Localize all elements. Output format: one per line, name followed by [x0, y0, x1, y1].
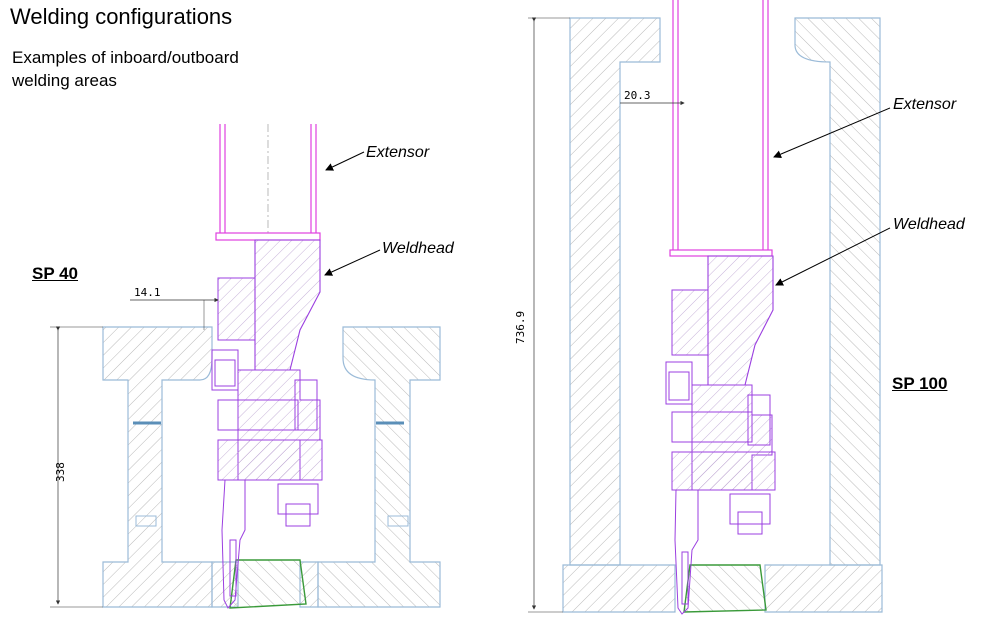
sp100-assembly: 20.3 736.9 [514, 0, 891, 615]
page-subtitle: Examples of inboard/outboard welding are… [12, 46, 332, 92]
sp100-label: SP 100 [892, 374, 948, 393]
sp40-housing-right [317, 326, 441, 608]
sp40-label: SP 40 [32, 264, 79, 283]
sp40-assembly: 14.1 338 [50, 124, 441, 609]
subtitle-line-2: welding areas [12, 71, 117, 90]
sp40-extensor [215, 124, 321, 241]
weldhead-label-right: Weldhead [893, 216, 965, 233]
sp100-dimensions [528, 17, 685, 613]
sp40-weld-seam [229, 559, 307, 609]
subtitle-line-1: Examples of inboard/outboard [12, 48, 239, 67]
sp40-dimensions [50, 297, 219, 608]
sp100-extensor [669, 0, 773, 257]
weldhead-label-left: Weldhead [382, 240, 454, 257]
sp100-weld-seam [683, 564, 767, 613]
sp40-weldhead [211, 239, 323, 609]
sp100-height-dimension: 736.9 [514, 311, 527, 344]
page-title: Welding configurations [10, 4, 233, 29]
sp100-housing-right [794, 17, 881, 566]
sp100-base [562, 564, 883, 613]
sp40-housing-left [102, 326, 213, 608]
extensor-label-right: Extensor [893, 96, 957, 113]
extensor-label-left: Extensor [366, 144, 430, 161]
sp100-offset-dimension: 20.3 [624, 89, 651, 102]
sp40-offset-dimension: 14.1 [134, 286, 161, 299]
sp40-height-dimension: 338 [54, 462, 67, 482]
sp100-weldhead [665, 255, 776, 615]
